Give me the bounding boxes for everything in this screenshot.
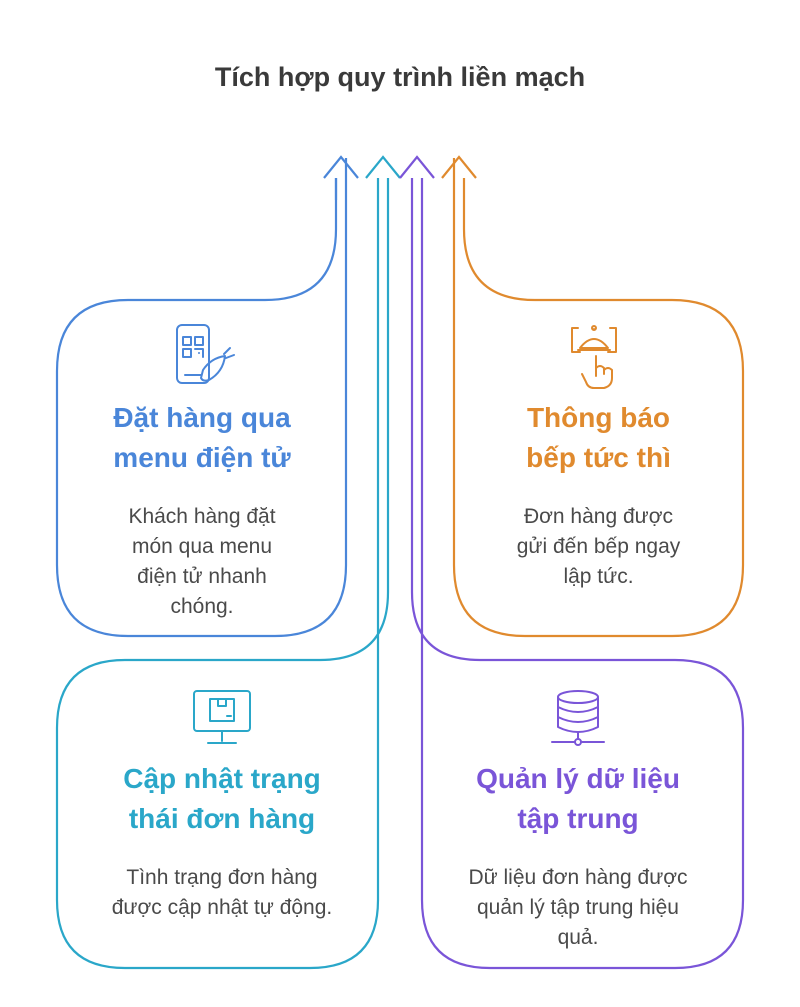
card-status: Cập nhật trạng thái đơn hàng Tình trạng … — [57, 759, 387, 923]
card-notify-desc-line: gửi đến bếp ngay — [516, 535, 681, 558]
kitchen-bell-icon — [571, 325, 617, 389]
card-status-title: Cập nhật trạng thái đơn hàng — [57, 759, 387, 839]
card-notify-title-line2: bếp tức thì — [526, 442, 671, 473]
card-order-desc-line: Khách hàng đặt — [128, 505, 276, 528]
arrowhead-data — [399, 155, 435, 179]
card-order: Đặt hàng qua menu điện tử Khách hàng đặt… — [57, 398, 347, 622]
card-order-title-line1: Đặt hàng qua — [113, 402, 291, 433]
card-data: Quản lý dữ liệu tập trung Dữ liệu đơn hà… — [413, 759, 743, 953]
monitor-box-icon — [193, 690, 251, 744]
card-notify-title: Thông báo bếp tức thì — [454, 398, 743, 478]
card-order-desc-line: điện tử nhanh — [137, 565, 267, 588]
connector-notify — [452, 158, 745, 638]
card-notify-desc-line: lập tức. — [563, 565, 634, 588]
card-data-desc-line: quản lý tập trung hiệu — [477, 896, 679, 919]
card-data-desc-line: Dữ liệu đơn hàng được — [468, 866, 688, 889]
card-data-desc: Dữ liệu đơn hàng được quản lý tập trung … — [413, 863, 743, 953]
card-data-title: Quản lý dữ liệu tập trung — [413, 759, 743, 839]
card-data-title-line2: tập trung — [517, 803, 639, 834]
card-order-desc-line: chóng. — [170, 595, 234, 618]
arrowhead-notify — [441, 155, 477, 179]
card-status-desc-line: Tình trạng đơn hàng — [126, 866, 318, 889]
qr-phone-icon — [176, 324, 235, 384]
card-notify: Thông báo bếp tức thì Đơn hàng được gửi … — [454, 398, 743, 592]
page-title: Tích hợp quy trình liền mạch — [214, 62, 586, 92]
arrowhead-status — [365, 155, 401, 179]
connector-data — [410, 178, 745, 970]
arrowhead-order — [323, 155, 359, 200]
card-notify-desc: Đơn hàng được gửi đến bếp ngay lập tức. — [454, 502, 743, 592]
card-order-title: Đặt hàng qua menu điện tử — [57, 398, 347, 478]
database-icon — [551, 690, 605, 746]
card-data-title-line1: Quản lý dữ liệu — [476, 763, 680, 794]
connector-order — [55, 158, 348, 638]
card-order-title-line2: menu điện tử — [113, 442, 291, 473]
card-data-desc-line: quả. — [557, 926, 599, 949]
card-notify-title-line1: Thông báo — [526, 402, 671, 433]
card-status-desc-line: được cập nhật tự động. — [111, 896, 333, 919]
card-notify-desc-line: Đơn hàng được — [523, 505, 673, 528]
card-status-desc: Tình trạng đơn hàng được cập nhật tự độn… — [57, 863, 387, 923]
card-status-title-line1: Cập nhật trạng — [123, 763, 321, 794]
card-order-desc: Khách hàng đặt món qua menu điện tử nhan… — [57, 502, 347, 622]
connector-status — [55, 178, 390, 970]
card-status-title-line2: thái đơn hàng — [128, 803, 316, 834]
card-order-desc-line: món qua menu — [131, 535, 273, 558]
